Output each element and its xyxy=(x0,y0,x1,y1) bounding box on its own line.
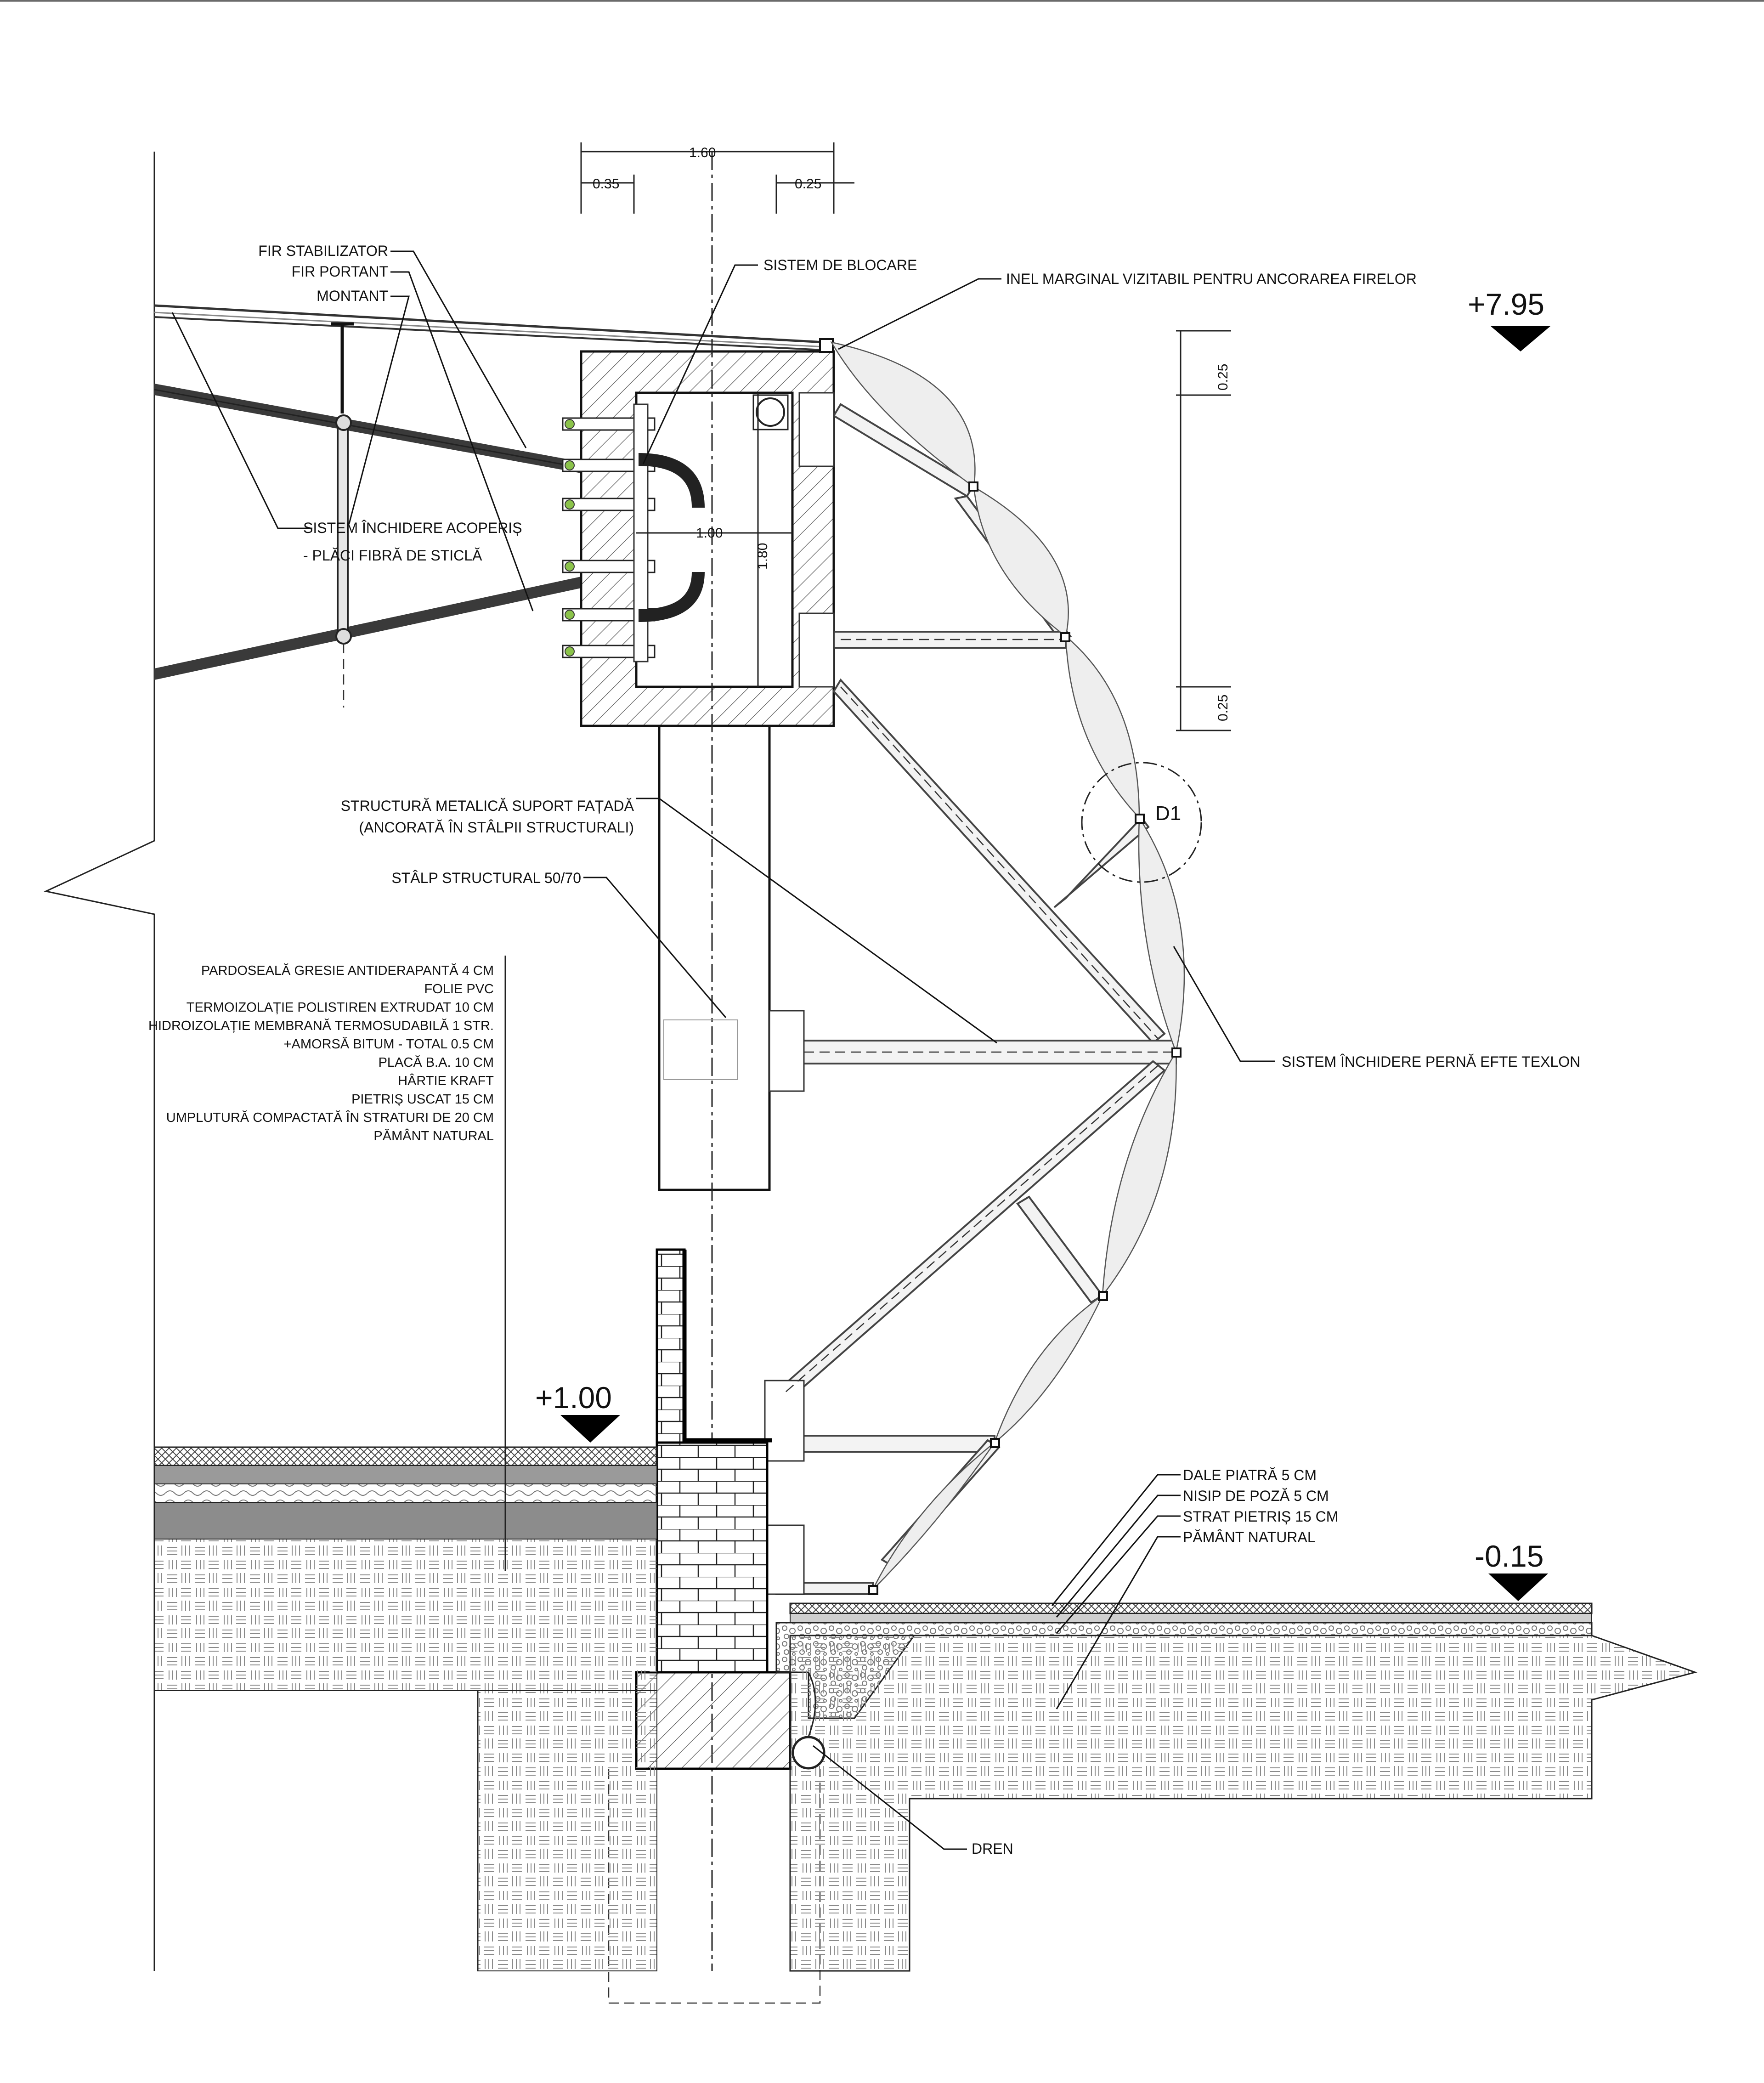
floor-layer: PIETRIȘ USCAT 15 CM xyxy=(351,1092,494,1107)
exterior-layer: NISIP DE POZĂ 5 CM xyxy=(1183,1488,1329,1504)
dim-bottom-band: 0.25 xyxy=(1216,695,1231,721)
exterior-ground xyxy=(775,1602,1698,1972)
dim-total-width: 1.60 xyxy=(689,145,716,160)
dim-beam-height: 1.80 xyxy=(755,543,770,570)
level-floor: +1.00 xyxy=(535,1381,620,1443)
level-top: +7.95 xyxy=(1468,287,1550,351)
floor-layer: PLACĂ B.A. 10 CM xyxy=(379,1055,494,1070)
roof-cables xyxy=(154,304,825,351)
dim-left-offset: 0.35 xyxy=(593,176,619,192)
floor-layer: HIDROIZOLAȚIE MEMBRANĂ TERMOSUDABILĂ 1 S… xyxy=(148,1018,494,1033)
roof-mast xyxy=(331,322,354,708)
label-inel-marginal: INEL MARGINAL VIZITABIL PENTRU ANCORAREA… xyxy=(1006,271,1417,287)
label-structura-metalica-2: (ANCORATĂ ÎN STÂLPII STRUCTURALI) xyxy=(359,819,634,836)
top-dimensions: 1.60 0.35 0.25 xyxy=(580,142,854,214)
dim-right-offset: 0.25 xyxy=(795,176,821,192)
exterior-layer: STRAT PIETRIȘ 15 CM xyxy=(1183,1508,1338,1525)
label-inchidere-acoperis-2: - PLĂCI FIBRĂ DE STICLĂ xyxy=(303,547,482,564)
level-floor-label: +1.00 xyxy=(535,1381,612,1415)
dim-beam-width: 1.00 xyxy=(696,526,723,541)
level-top-label: +7.95 xyxy=(1468,287,1544,321)
label-fir-portant: FIR PORTANT xyxy=(292,263,388,280)
exterior-layer: DALE PIATRĂ 5 CM xyxy=(1183,1467,1317,1483)
etfe-cushions xyxy=(830,341,1185,1595)
leaders xyxy=(171,250,1275,1850)
right-dimensions: 0.25 0.25 xyxy=(1176,330,1231,731)
level-ground: -0.15 xyxy=(1475,1539,1548,1601)
floor-layer: PĂMÂNT NATURAL xyxy=(373,1128,494,1143)
beam-dimensions: 1.00 1.80 xyxy=(636,393,792,687)
label-sistem-blocare: SISTEM DE BLOCARE xyxy=(763,257,917,273)
label-stalp-structural: STÂLP STRUCTURAL 50/70 xyxy=(391,870,581,886)
label-sistem-perna: SISTEM ÎNCHIDERE PERNĂ EFTE TEXLON xyxy=(1282,1053,1580,1070)
annotation-labels: FIR STABILIZATOR FIR PORTANT MONTANT SIS… xyxy=(258,243,1580,1857)
floor-layer: +AMORSĂ BITUM - TOTAL 0.5 CM xyxy=(284,1036,494,1052)
label-inchidere-acoperis-1: SISTEM ÎNCHIDERE ACOPERIȘ xyxy=(303,520,522,536)
label-fir-stabilizator: FIR STABILIZATOR xyxy=(258,243,388,259)
floor-layer: HÂRTIE KRAFT xyxy=(398,1073,494,1088)
floor-layer: TERMOIZOLAȚIE POLISTIREN EXTRUDAT 10 CM xyxy=(187,1000,494,1015)
level-ground-label: -0.15 xyxy=(1475,1539,1544,1573)
label-structura-metalica-1: STRUCTURĂ METALICĂ SUPORT FAȚADĂ xyxy=(341,798,634,814)
detail-label: D1 xyxy=(1155,802,1181,825)
floor-layer: FOLIE PVC xyxy=(424,982,494,996)
floor-layer: UMPLUTURĂ COMPACTATĂ ÎN STRATURI DE 20 C… xyxy=(166,1110,494,1125)
structural-column xyxy=(658,725,771,1191)
exterior-layer: PĂMÂNT NATURAL xyxy=(1183,1529,1316,1545)
interior-floor xyxy=(153,956,658,1971)
label-dren: DREN xyxy=(972,1840,1013,1857)
ring-beam xyxy=(562,338,835,727)
label-montant: MONTANT xyxy=(317,288,388,304)
dim-top-band: 0.25 xyxy=(1216,364,1231,391)
floor-layer: PARDOSEALĂ GRESIE ANTIDERAPANTĂ 4 CM xyxy=(201,963,494,978)
floor-layer-list: PARDOSEALĂ GRESIE ANTIDERAPANTĂ 4 CM FOL… xyxy=(148,963,494,1143)
detail-callout-d1: D1 xyxy=(1081,762,1202,883)
exterior-layer-list: DALE PIATRĂ 5 CM NISIP DE POZĂ 5 CM STRA… xyxy=(1183,1467,1338,1545)
left-break-line xyxy=(44,152,155,1971)
